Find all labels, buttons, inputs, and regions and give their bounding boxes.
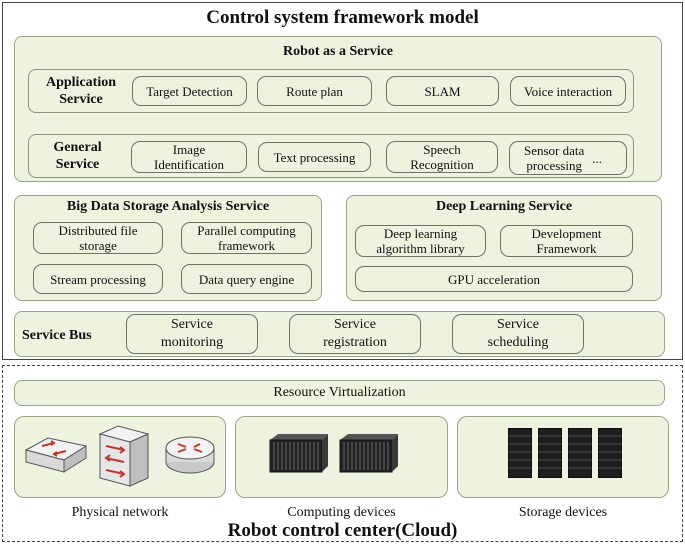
text-processing-box: Text processing	[258, 142, 371, 172]
cloud-title: Robot control center(Cloud)	[227, 520, 458, 541]
stream-processing-box: Stream processing	[33, 264, 163, 294]
deep-learning-title: Deep Learning Service	[435, 199, 573, 214]
network-switch-icon	[24, 437, 88, 473]
blade-server-icon	[269, 434, 328, 473]
slam-box: SLAM	[386, 76, 499, 106]
service-monitoring-box: Service monitoring	[126, 314, 258, 354]
development-framework-box: Development Framework	[500, 225, 633, 257]
more-ellipsis: ...	[592, 150, 603, 166]
application-service-label: Application Service	[45, 75, 116, 107]
storage-array-icon	[538, 428, 562, 478]
data-query-engine-box: Data query engine	[181, 264, 312, 294]
route-plan-box: Route plan	[257, 76, 372, 106]
voice-interaction-box: Voice interaction	[510, 76, 626, 106]
service-registration-box: Service registration	[289, 314, 421, 354]
sensor-data-processing-label: Sensor data processing	[524, 143, 585, 173]
storage-array-icon	[508, 428, 532, 478]
image-identification-box: Image Identification	[131, 141, 247, 173]
target-detection-box: Target Detection	[132, 76, 247, 106]
resource-virtualization-bar: Resource Virtualization	[14, 380, 665, 406]
sensor-data-processing-box: Sensor data processing ...	[509, 141, 627, 175]
general-service-label: General Service	[53, 140, 102, 172]
deep-learning-library-box: Deep learning algorithm library	[355, 225, 486, 257]
robot-as-a-service-title: Robot as a Service	[282, 44, 394, 59]
gpu-acceleration-box: GPU acceleration	[355, 266, 633, 292]
big-data-title: Big Data Storage Analysis Service	[66, 199, 270, 214]
service-scheduling-box: Service scheduling	[452, 314, 584, 354]
computing-devices-label: Computing devices	[287, 505, 396, 520]
layer3-switch-icon	[98, 425, 150, 487]
storage-devices-label: Storage devices	[518, 505, 608, 520]
distributed-file-storage-box: Distributed file storage	[33, 222, 163, 254]
parallel-computing-framework-box: Parallel computing framework	[181, 222, 312, 254]
physical-network-label: Physical network	[71, 505, 169, 520]
router-icon	[165, 436, 215, 474]
storage-array-icon	[568, 428, 592, 478]
speech-recognition-box: Speech Recognition	[386, 141, 498, 173]
blade-server-icon	[339, 434, 398, 473]
service-bus-label: Service Bus	[22, 328, 92, 343]
storage-array-icon	[598, 428, 622, 478]
diagram-title: Control system framework model	[206, 7, 479, 28]
storage-devices-panel	[457, 416, 669, 498]
